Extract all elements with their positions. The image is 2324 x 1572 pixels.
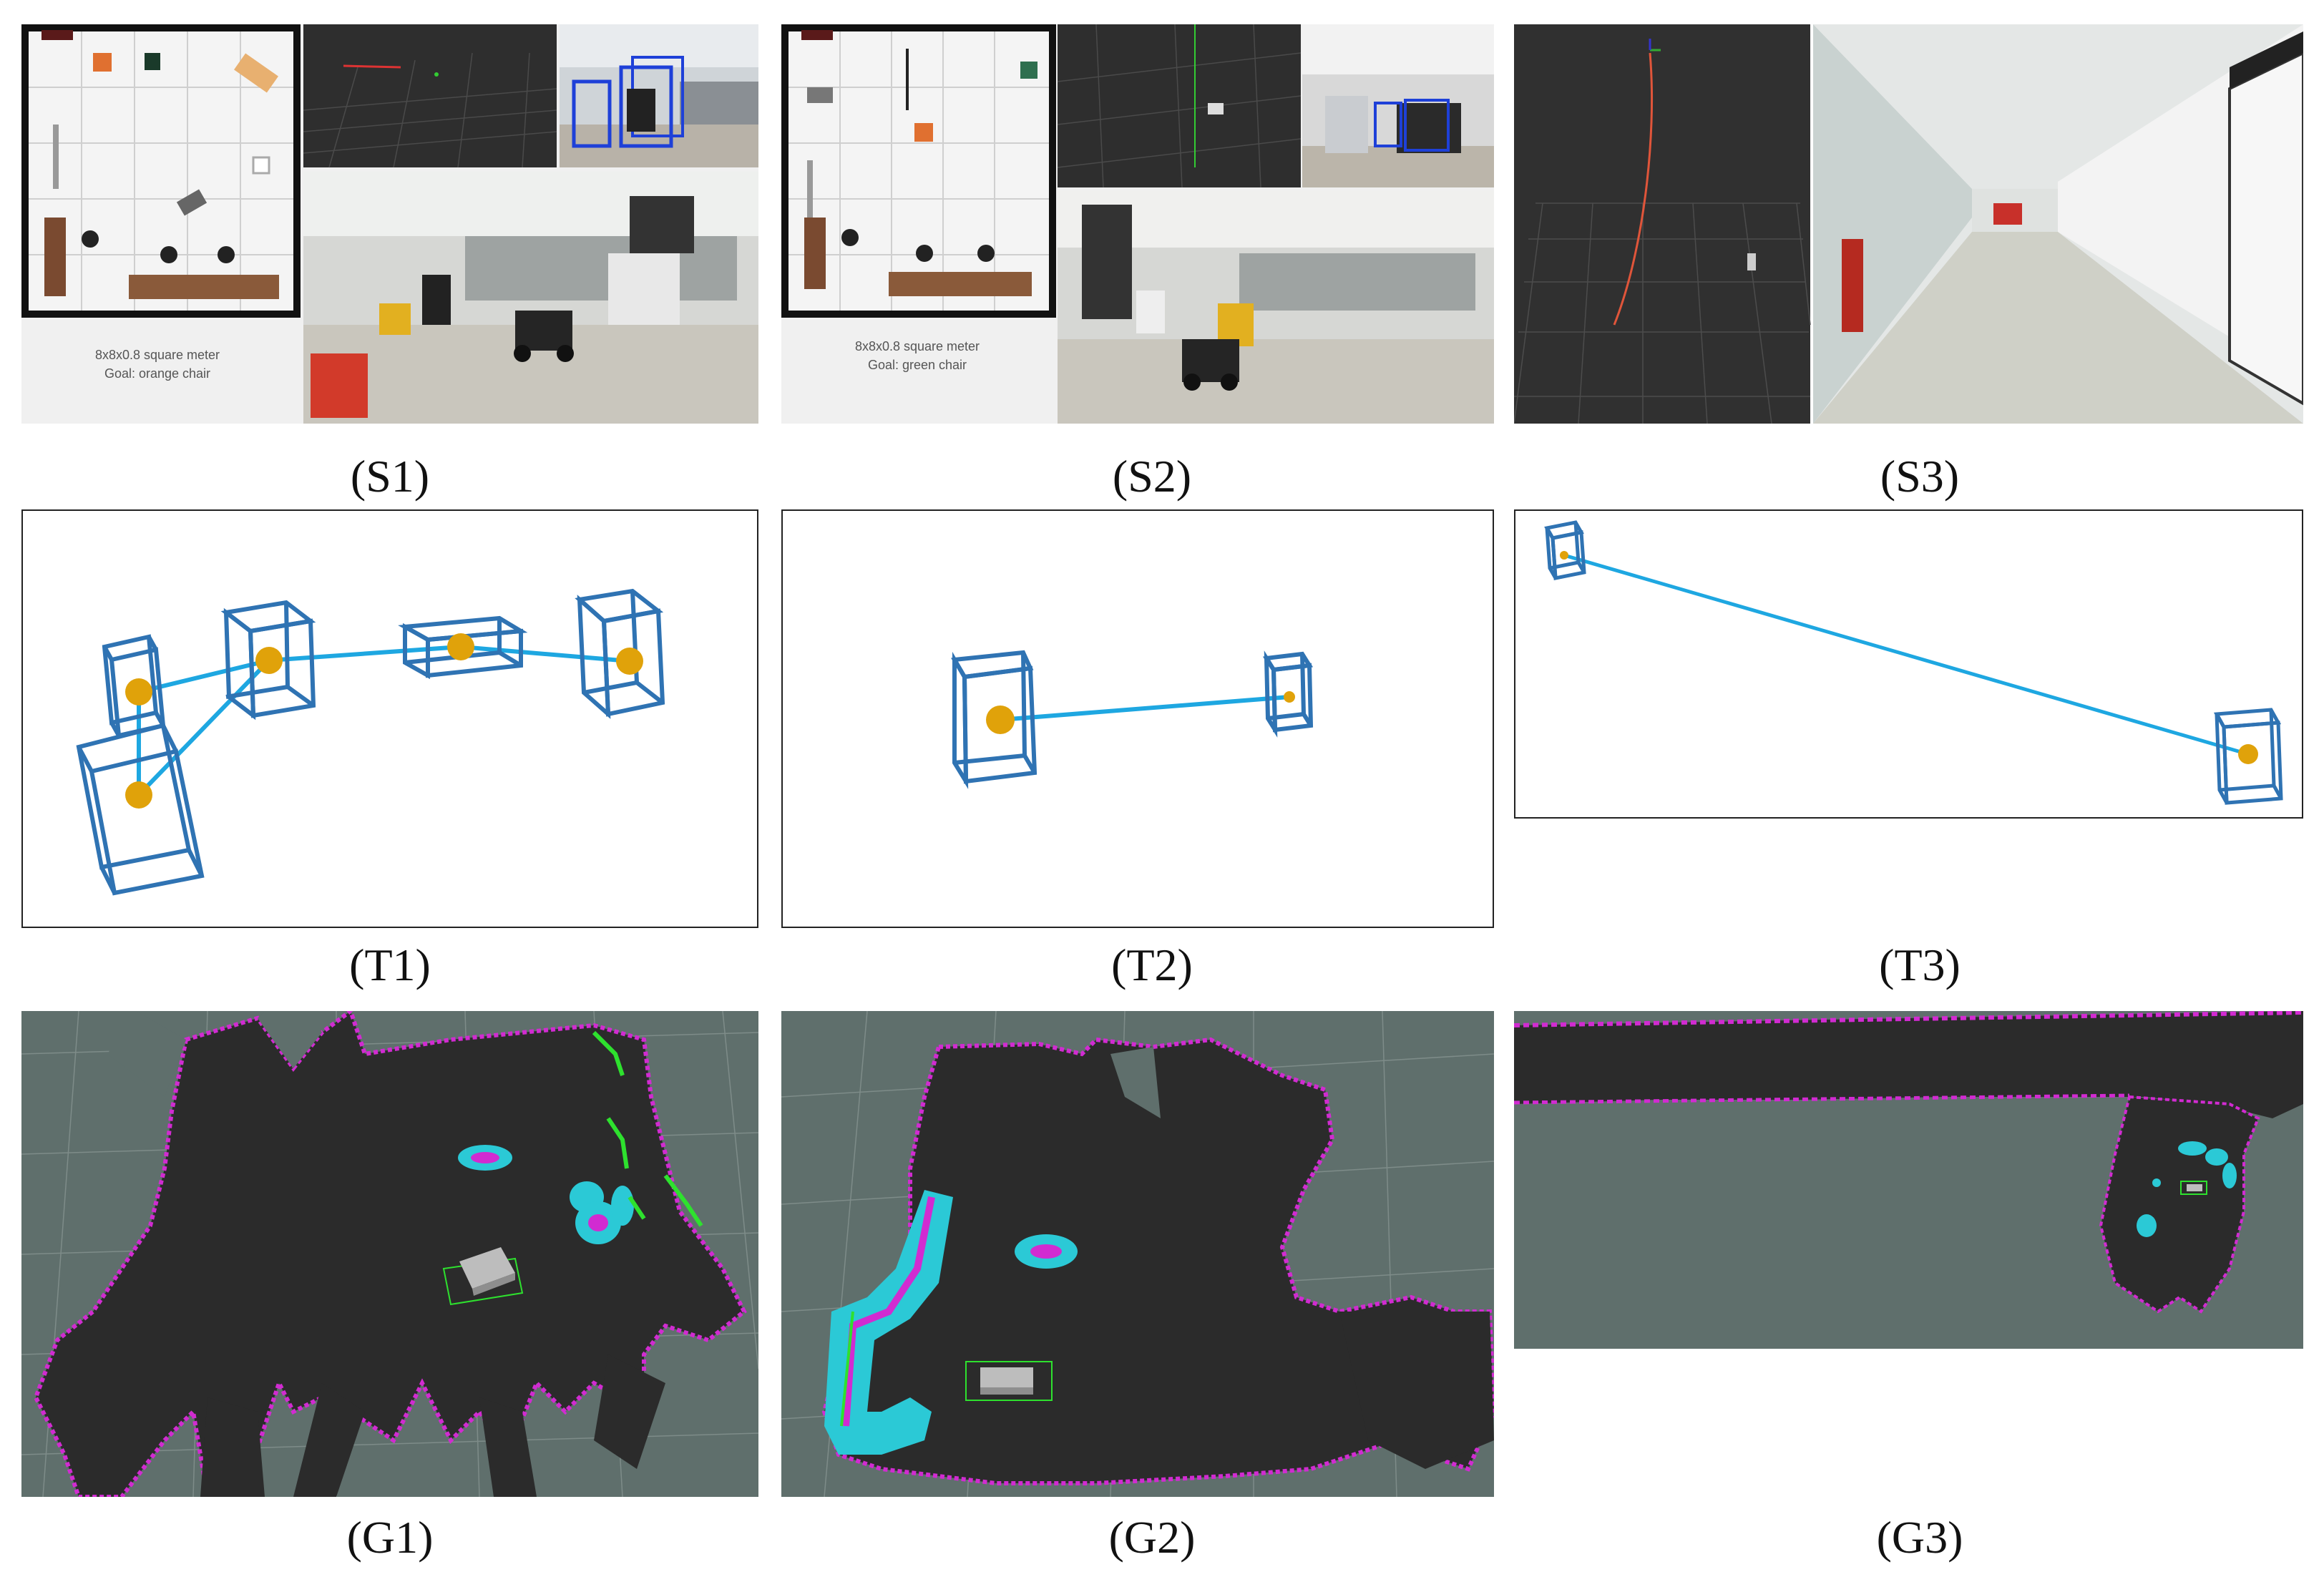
- robot-icon: [2180, 1181, 2207, 1195]
- bounding-box: [398, 615, 528, 680]
- panel-s3: [1514, 24, 2303, 424]
- graph-t2: [951, 650, 1314, 789]
- rviz-view: [303, 24, 557, 167]
- bounding-box: [1544, 520, 1586, 581]
- caption-t1: (T1): [349, 939, 431, 990]
- graph-edge: [460, 645, 630, 663]
- s1-room-size: 8x8x0.8 square meter: [95, 348, 220, 362]
- caption-s3: (S3): [1880, 451, 1960, 502]
- bounding-box: [2213, 708, 2283, 805]
- costmap-g1: [21, 1011, 758, 1497]
- caption-t3: (T3): [1879, 939, 1961, 990]
- graph-node: [255, 647, 283, 674]
- scene-s1-composite: 8x8x0.8 square meter Goal: orange chair: [21, 24, 758, 424]
- bounding-box: [575, 588, 665, 719]
- graph-t3: [1544, 520, 2283, 805]
- costmap-g3: [1514, 1011, 2303, 1314]
- robot-icon: [965, 1361, 1053, 1401]
- rviz-view: [1514, 24, 1810, 424]
- panel-s2: 8x8x0.8 square meter Goal: green chair: [781, 24, 1494, 424]
- graph-node: [2238, 744, 2258, 764]
- s1-goal: Goal: orange chair: [104, 366, 210, 381]
- caption-g3: (G3): [1876, 1512, 1963, 1563]
- caption-g1: (G1): [346, 1512, 434, 1563]
- graph-edge: [1000, 695, 1290, 722]
- bounding-box: [76, 723, 205, 896]
- s2-room-size: 8x8x0.8 square meter: [855, 339, 980, 353]
- robot-icon: [442, 1247, 524, 1306]
- graph-node: [1284, 691, 1295, 703]
- panel-t2: [781, 509, 1494, 928]
- free-space: [1514, 1011, 2303, 1118]
- rviz-view: [1058, 24, 1301, 187]
- scene-s2-composite: 8x8x0.8 square meter Goal: green chair: [781, 24, 1494, 424]
- graph-t1: [76, 588, 665, 896]
- graph-node: [616, 648, 643, 675]
- panel-g2: [781, 1011, 1494, 1497]
- graph-node: [125, 781, 152, 809]
- caption-s1: (S1): [350, 451, 430, 502]
- costmap-g2: [781, 1011, 1494, 1497]
- panel-t3: [1514, 509, 2303, 819]
- free-space: [33, 1011, 747, 1497]
- green-chair-icon: [1020, 62, 1038, 79]
- caption-g2: (G2): [1108, 1512, 1196, 1563]
- inflation-zone: [2137, 1141, 2237, 1237]
- laser-scan: [840, 1311, 854, 1427]
- bounding-box: [951, 650, 1038, 789]
- graph-node: [1560, 551, 1568, 560]
- bounding-box: [220, 600, 316, 721]
- graph-edge: [1563, 553, 2249, 756]
- graph-node: [447, 633, 474, 660]
- graph-node: [986, 706, 1015, 734]
- s2-goal: Goal: green chair: [868, 358, 967, 372]
- inflation-zone: [824, 1190, 1078, 1455]
- orange-chair-icon: [93, 53, 112, 72]
- bounding-box: [1262, 650, 1314, 738]
- graph-node: [125, 678, 152, 706]
- panel-g1: [21, 1011, 758, 1497]
- graph-edge: [137, 658, 271, 797]
- panel-s1: 8x8x0.8 square meter Goal: orange chair: [21, 24, 758, 424]
- robot-icon: [176, 189, 208, 216]
- panel-t1: [21, 509, 758, 928]
- panel-g3: [1514, 1011, 2303, 1349]
- scene-s3-composite: [1514, 24, 2303, 424]
- caption-t2: (T2): [1111, 939, 1193, 990]
- laser-scan: [592, 1030, 703, 1227]
- caption-s2: (S2): [1112, 451, 1192, 502]
